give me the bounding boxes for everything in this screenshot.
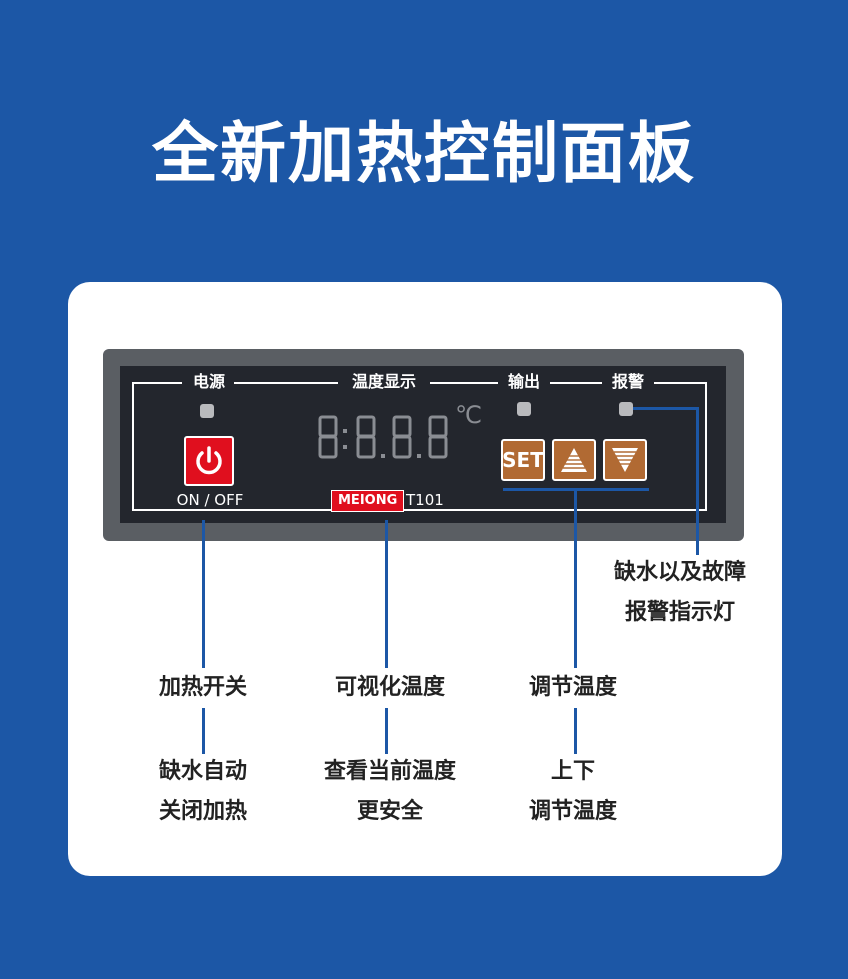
alarm-indicator-led	[619, 402, 633, 416]
frame-line	[550, 382, 602, 384]
caption-updown-1: 上下	[550, 759, 595, 784]
temperature-display	[318, 415, 448, 459]
caption-auto-off-1: 缺水自动	[158, 759, 247, 784]
digit-segment	[356, 415, 376, 459]
power-label: 电源	[192, 372, 225, 391]
power-button[interactable]	[184, 436, 234, 486]
frame-line	[234, 382, 338, 384]
caption-view-temp-1: 查看当前温度	[323, 759, 456, 784]
down-button[interactable]	[603, 439, 647, 481]
caption-alarm-2: 报警指示灯	[624, 600, 735, 625]
caption-adjust-temp: 调节温度	[528, 675, 617, 700]
frame-line	[132, 382, 182, 384]
frame-line	[654, 382, 707, 384]
connector-line	[574, 708, 577, 754]
connector-line	[633, 407, 699, 410]
connector-line	[696, 407, 699, 555]
connector-line	[202, 520, 205, 668]
frame-line	[430, 382, 498, 384]
digit-segment	[318, 415, 338, 459]
brand-badge: MEIONG	[331, 490, 405, 512]
caption-updown-2: 调节温度	[528, 799, 617, 824]
caption-view-temp-2: 更安全	[356, 799, 423, 824]
page-title: 全新加热控制面板	[152, 115, 696, 192]
down-arrow-icon	[612, 448, 638, 472]
on-off-label: ON / OFF	[176, 491, 244, 509]
power-icon	[196, 446, 222, 475]
panel-frame	[132, 382, 707, 511]
up-arrow-icon	[561, 448, 587, 472]
digit-segment	[428, 415, 448, 459]
output-indicator-led	[517, 402, 531, 416]
output-label: 输出	[507, 372, 540, 391]
alarm-label: 报警	[611, 372, 644, 391]
caption-auto-off-2: 关闭加热	[158, 799, 247, 824]
buttons-bracket-line	[503, 488, 649, 491]
power-indicator-led	[200, 404, 214, 418]
temp-display-label: 温度显示	[351, 372, 416, 391]
caption-heating-switch: 加热开关	[158, 675, 247, 700]
connector-line	[385, 520, 388, 668]
connector-line	[202, 708, 205, 754]
digit-segment	[392, 415, 412, 459]
connector-line	[574, 491, 577, 668]
caption-visual-temp: 可视化温度	[334, 675, 445, 700]
set-button[interactable]: SET	[501, 439, 545, 481]
up-button[interactable]	[552, 439, 596, 481]
model-label: T101	[406, 491, 444, 509]
celsius-unit: ℃	[455, 401, 482, 429]
caption-alarm-1: 缺水以及故障	[613, 560, 746, 585]
connector-line	[385, 708, 388, 754]
